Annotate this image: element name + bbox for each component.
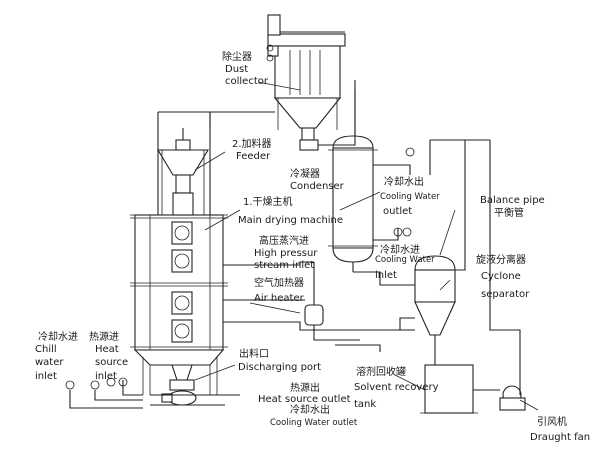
cw-outlet-bottom-en-label: Cooling Water outlet [270, 418, 358, 428]
discharge-cn-label: 出料口 [239, 347, 269, 360]
cyclone-en-label-1: Cyclone [481, 271, 521, 282]
chill-water-en-label-3: inlet [35, 371, 57, 382]
leader-lines [194, 81, 539, 411]
chill-water-cn-label: 冷却水进 [38, 330, 78, 343]
solvent-cn-label: 溶剂回收罐 [356, 365, 406, 378]
heat-source-en-label-1: Heat [95, 344, 119, 355]
chill-water-en-label-1: Chill [35, 344, 57, 355]
solvent-en-label-2: tank [354, 399, 376, 410]
instruments [65, 44, 415, 390]
air-heater-cn-label: 空气加热器 [254, 276, 304, 289]
dust-collector-cn-label: 除尘器 [222, 50, 252, 63]
heat-source-en-label-3: inlet [95, 371, 117, 382]
draught-fan-cn-label: 引风机 [537, 415, 567, 428]
heat-outlet-cn-label: 热源出 [290, 381, 320, 394]
heat-outlet-en-label: Heat source outlet [258, 394, 351, 405]
labels: 除尘器 Dust collector 2.加料器 Feeder 1.干燥主机 M… [35, 50, 590, 443]
cw-inlet-en-label-2: inlet [375, 270, 397, 281]
cw-inlet-en-label-1: Cooling Water [375, 255, 435, 265]
condenser-en-label: Condenser [290, 181, 345, 192]
cw-outlet-top-en-label-2: outlet [383, 206, 412, 217]
piping [69, 80, 521, 409]
heat-source-cn-label: 热源进 [89, 330, 119, 343]
air-heater [304, 262, 324, 326]
dust-collector-en-label-1: Dust [225, 64, 248, 75]
high-pressure-en-label-2: stream inlet [254, 260, 314, 271]
balance-pipe-cn-label: 平衡管 [494, 206, 524, 219]
dust-collector [267, 14, 346, 151]
draught-fan [499, 380, 526, 411]
feeder [157, 128, 209, 216]
feeder-en-label: Feeder [236, 151, 271, 162]
dust-collector-en-label-2: collector [225, 76, 269, 87]
main-dryer-en-label: Main drying machine [238, 215, 343, 226]
discharge-port [161, 364, 197, 406]
condenser-cn-label: 冷凝器 [290, 167, 320, 180]
solvent-en-label-1: Solvent recovery [354, 382, 439, 393]
heat-source-en-label-2: source [95, 357, 128, 368]
solvent-recovery-tank [420, 364, 478, 414]
cw-inlet-cn-label: 冷却水进 [380, 243, 420, 256]
cyclone-cn-label: 旋液分离器 [476, 253, 526, 266]
high-pressure-en-label-1: High pressur [254, 248, 318, 259]
chill-water-en-label-2: water [35, 357, 64, 368]
cyclone-en-label-2: separator [481, 289, 530, 300]
balance-pipe-en-label: Balance pipe [480, 195, 545, 206]
feeder-cn-label: 2.加料器 [232, 137, 272, 150]
main-dryer-cn-label: 1.干燥主机 [243, 195, 293, 208]
high-pressure-cn-label: 高压蒸汽进 [259, 234, 309, 247]
main-drying-machine [130, 214, 228, 395]
cyclone-separator [414, 255, 456, 365]
air-heater-en-label: Air heater [254, 293, 305, 304]
discharge-en-label: Discharging port [238, 362, 321, 373]
draught-fan-en-label: Draught fan [530, 432, 590, 443]
cw-outlet-top-en-label-1: Cooling Water [380, 192, 440, 202]
cw-outlet-top-cn-label: 冷却水出 [384, 175, 424, 188]
cw-outlet-bottom-cn-label: 冷却水出 [290, 403, 330, 416]
